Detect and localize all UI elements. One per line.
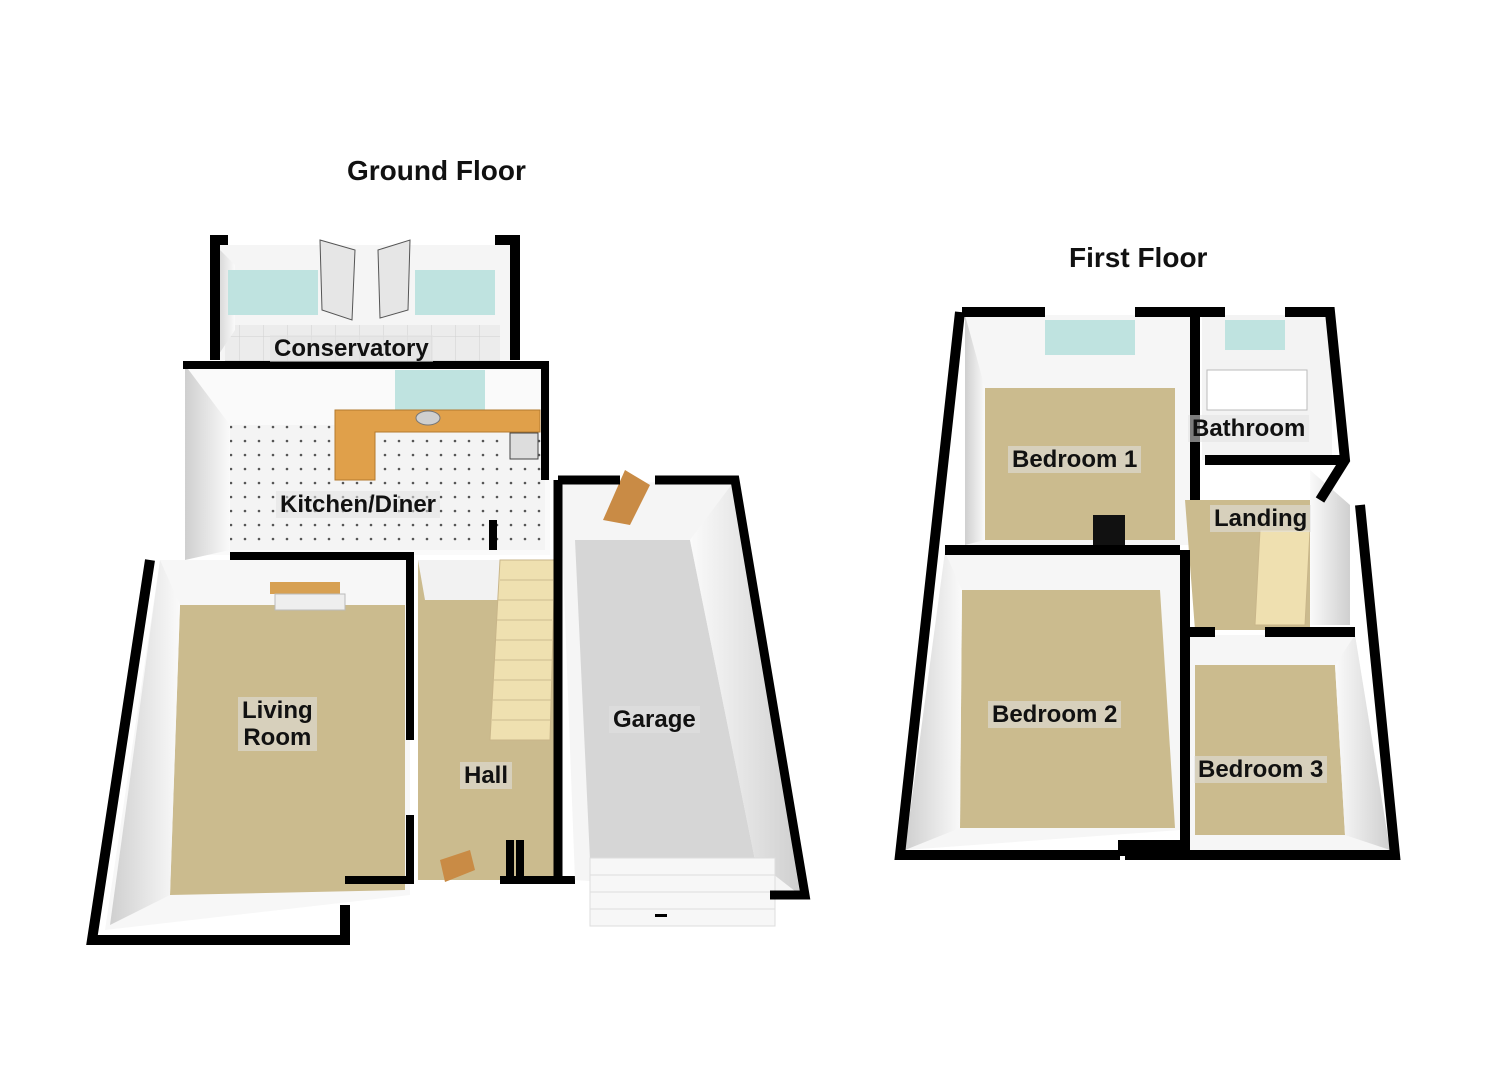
fireplace (270, 582, 340, 594)
french-door (319, 239, 356, 321)
landing-room (1185, 470, 1350, 630)
window (228, 270, 318, 315)
garage-door (603, 470, 650, 525)
bedroom-3-label: Bedroom 3 (1194, 756, 1328, 783)
window (415, 270, 495, 315)
kitchen-diner-label: Kitchen/Diner (276, 491, 441, 518)
hall-room (418, 559, 575, 884)
chimney-breast (1093, 515, 1125, 545)
garage-room (553, 470, 811, 927)
landing-label: Landing (1210, 505, 1312, 532)
bathroom-label: Bathroom (1188, 415, 1310, 442)
window (395, 370, 485, 415)
bedroom-1-label: Bedroom 1 (1008, 446, 1142, 473)
kitchen-worktop (334, 409, 541, 481)
garage-label: Garage (609, 706, 700, 733)
window (1225, 320, 1285, 350)
living-room-label: Living Room (238, 697, 317, 751)
bedroom-1-room (965, 315, 1195, 545)
bath-icon (1206, 369, 1308, 411)
staircase (489, 559, 556, 741)
bedroom-3-room (1190, 635, 1390, 850)
hall-label: Hall (460, 762, 513, 789)
bedroom-2-label: Bedroom 2 (988, 701, 1122, 728)
sink-icon (415, 410, 441, 426)
first-floor-title: First Floor (1069, 242, 1208, 273)
ground-floor-plan (86, 235, 811, 945)
living-room-label-line2: Room (243, 724, 312, 751)
ground-floor-title: Ground Floor (347, 155, 526, 186)
french-door (377, 239, 411, 319)
conservatory-label: Conservatory (270, 335, 433, 362)
front-door (440, 850, 475, 882)
window (1045, 320, 1135, 355)
kitchen-diner-room (183, 361, 550, 560)
staircase (1254, 529, 1311, 626)
living-room-label-line1: Living (242, 697, 313, 724)
hob-icon (509, 432, 539, 460)
